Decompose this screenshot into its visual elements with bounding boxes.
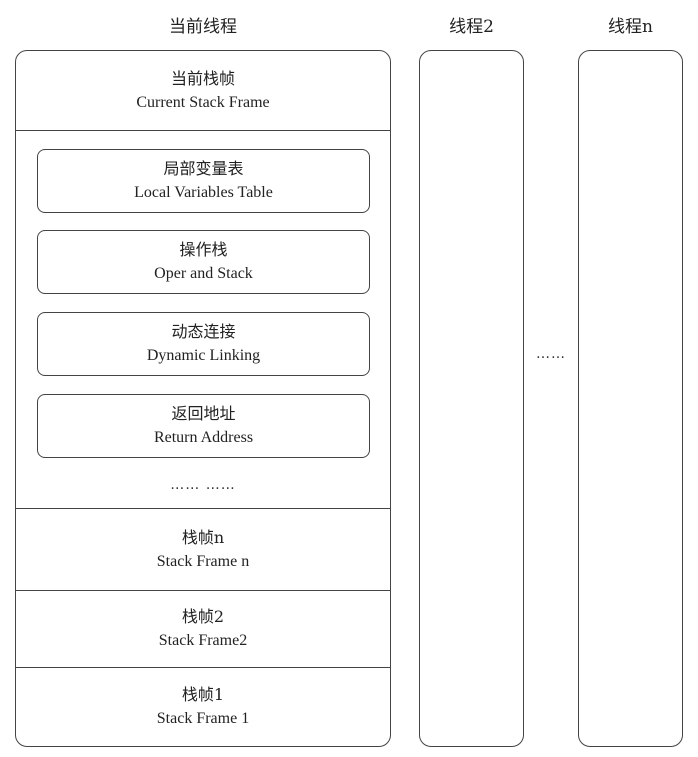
stack-frame-zh: 栈帧n: [181, 527, 225, 547]
current-stack-frame-header: 当前栈帧 Current Stack Frame: [16, 51, 390, 131]
thread-2-stack: [419, 50, 524, 747]
stack-frame-en: Stack Frame2: [158, 632, 248, 649]
stack-frame-en: Stack Frame 1: [156, 710, 250, 727]
frame-part-en: Return Address: [153, 429, 254, 446]
stack-frame-1: 栈帧1 Stack Frame 1: [16, 668, 390, 746]
frame-part-en: Oper and Stack: [154, 265, 253, 282]
thread-2-title: 线程2: [449, 17, 494, 37]
current-stack-frame-zh: 当前栈帧: [170, 68, 235, 88]
return-address: 返回地址 Return Address: [37, 394, 370, 458]
inner-ellipsis: …… ……: [170, 477, 236, 493]
stack-frame-n: 栈帧n Stack Frame n: [16, 509, 390, 591]
dynamic-linking: 动态连接 Dynamic Linking: [37, 312, 370, 376]
stack-frame-zh: 栈帧2: [181, 607, 225, 626]
thread-n-title: 线程n: [608, 17, 653, 37]
thread-n-stack: [578, 50, 683, 747]
stack-frame-zh: 栈帧1: [181, 685, 225, 704]
frame-part-en: Dynamic Linking: [146, 347, 261, 364]
between-threads-ellipsis: ……: [536, 346, 566, 362]
stack-frame-en: Stack Frame n: [156, 552, 250, 570]
operand-stack: 操作栈 Oper and Stack: [37, 230, 370, 294]
current-thread-stack: 当前栈帧 Current Stack Frame 局部变量表 Local Var…: [15, 50, 391, 747]
frame-part-zh: 局部变量表: [163, 159, 244, 178]
current-stack-frame-en: Current Stack Frame: [136, 93, 270, 111]
current-thread-title: 当前线程: [169, 17, 237, 37]
local-variables-table: 局部变量表 Local Variables Table: [37, 149, 370, 213]
frame-part-zh: 动态连接: [171, 322, 236, 341]
current-frame-body: 局部变量表 Local Variables Table 操作栈 Oper and…: [16, 131, 390, 509]
stack-frame-2: 栈帧2 Stack Frame2: [16, 591, 390, 668]
frame-part-zh: 返回地址: [171, 404, 236, 423]
frame-part-zh: 操作栈: [179, 240, 228, 259]
frame-part-en: Local Variables Table: [134, 184, 273, 201]
